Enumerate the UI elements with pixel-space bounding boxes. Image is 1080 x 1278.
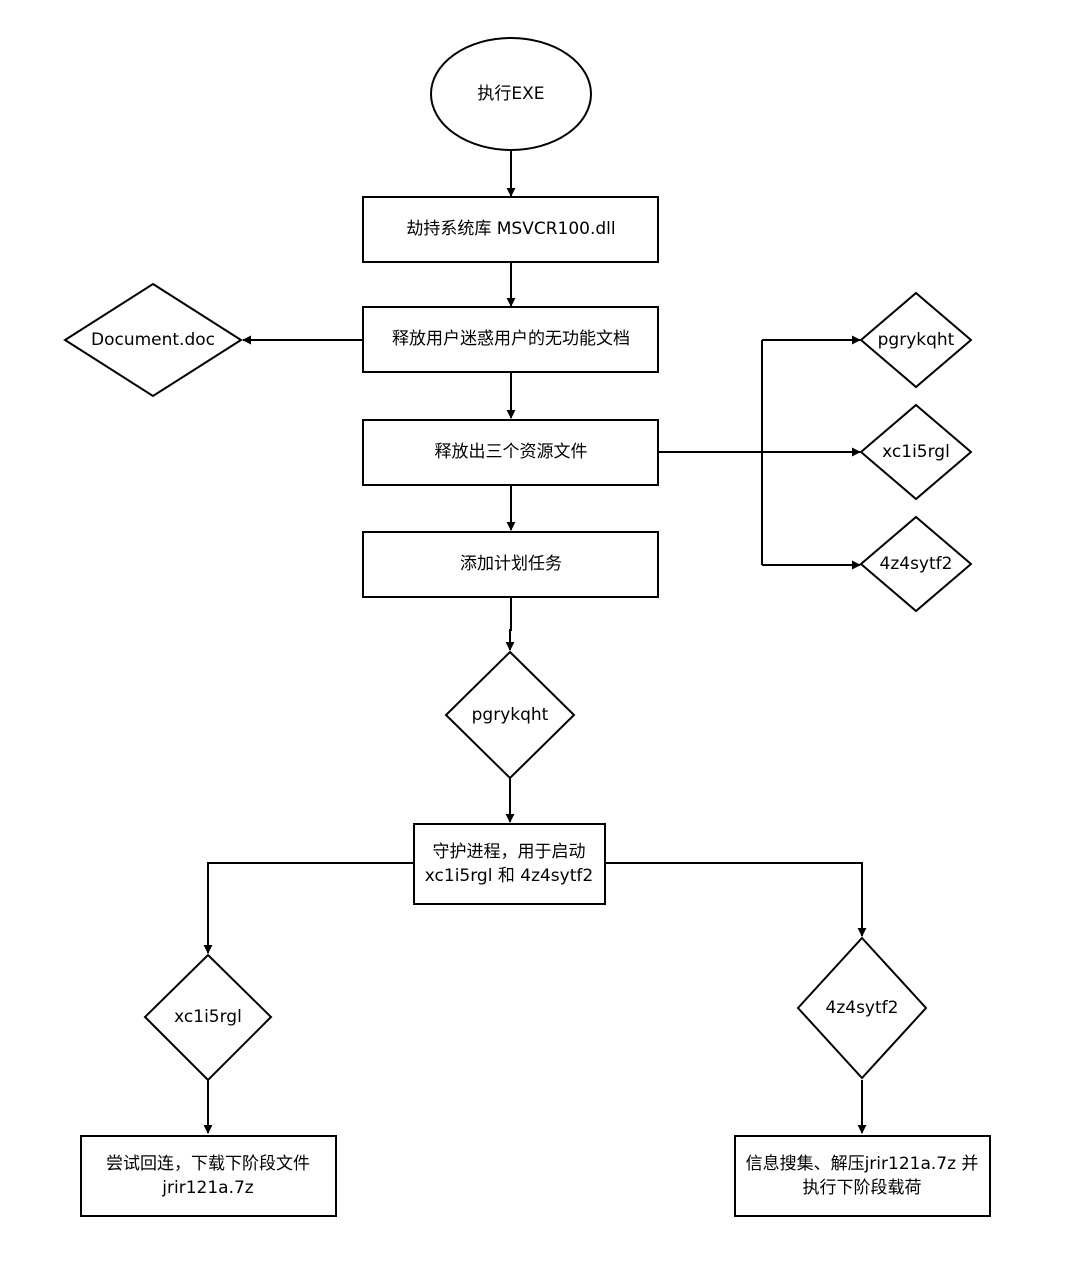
node-pgrykqht: pgrykqht [444, 650, 576, 780]
res-1-diamond [859, 291, 973, 389]
4z4sytf2-diamond [796, 936, 928, 1080]
collect-label-line1: 信息搜集、解压jrir121a.7z 并 [746, 1154, 979, 1174]
release-res-label: 释放出三个资源文件 [435, 442, 588, 462]
4z4sytf2-label: 4z4sytf2 [826, 998, 899, 1018]
node-xc1i5rgl: xc1i5rgl [143, 953, 273, 1082]
edge-schedule-to-pgrykqht [505, 597, 515, 651]
node-schedule: 添加计划任务 [362, 531, 659, 598]
node-hijack: 劫持系统库 MSVCR100.dll [362, 196, 659, 263]
connect-box [80, 1135, 337, 1217]
res-2-label: xc1i5rgl [882, 442, 950, 462]
connect-label-line1: 尝试回连，下载下阶段文件 [106, 1154, 310, 1174]
xc1i5rgl-label: xc1i5rgl [174, 1007, 242, 1027]
pgrykqht-label: pgrykqht [472, 705, 549, 725]
node-daemon: 守护进程，用于启动 xc1i5rgl 和 4z4sytf2 [413, 823, 606, 905]
start-label: 执行EXE [477, 84, 544, 104]
res-1-label: pgrykqht [878, 330, 955, 350]
edge-daemon-to-xc1i5rgl [203, 862, 414, 954]
pgrykqht-diamond [444, 650, 576, 780]
node-4z4sytf2: 4z4sytf2 [796, 936, 928, 1080]
res-3-diamond [859, 515, 973, 613]
hijack-label: 劫持系统库 MSVCR100.dll [406, 219, 615, 239]
schedule-label: 添加计划任务 [460, 554, 562, 574]
schedule-box [362, 531, 659, 598]
node-release-doc: 释放用户迷惑用户的无功能文档 [362, 306, 659, 373]
release-doc-box [362, 306, 659, 373]
start-ellipse [430, 37, 592, 151]
node-document: Document.doc [63, 282, 243, 398]
hijack-box [362, 196, 659, 263]
collect-label-line2: 执行下阶段载荷 [803, 1178, 922, 1198]
document-label: Document.doc [91, 330, 215, 350]
node-connect: 尝试回连，下载下阶段文件 jrir121a.7z [80, 1135, 337, 1217]
connect-label-line2: jrir121a.7z [161, 1178, 254, 1198]
edges [203, 150, 867, 1134]
node-res-1: pgrykqht [859, 291, 973, 389]
collect-box [734, 1135, 991, 1217]
node-collect: 信息搜集、解压jrir121a.7z 并 执行下阶段载荷 [734, 1135, 991, 1217]
res-2-diamond [859, 403, 973, 501]
release-doc-label: 释放用户迷惑用户的无功能文档 [392, 329, 630, 349]
node-start: 执行EXE [430, 37, 592, 151]
daemon-label-line1: 守护进程，用于启动 [433, 842, 586, 862]
daemon-label-line2: xc1i5rgl 和 4z4sytf2 [425, 866, 593, 886]
document-diamond [63, 282, 243, 398]
daemon-box [413, 823, 606, 905]
edge-daemon-to-4z4sytf2 [605, 862, 867, 937]
release-res-box [362, 419, 659, 486]
node-release-res: 释放出三个资源文件 [362, 419, 659, 486]
res-3-label: 4z4sytf2 [880, 554, 953, 574]
xc1i5rgl-diamond [143, 953, 273, 1082]
node-res-2: xc1i5rgl [859, 403, 973, 501]
node-res-3: 4z4sytf2 [859, 515, 973, 613]
